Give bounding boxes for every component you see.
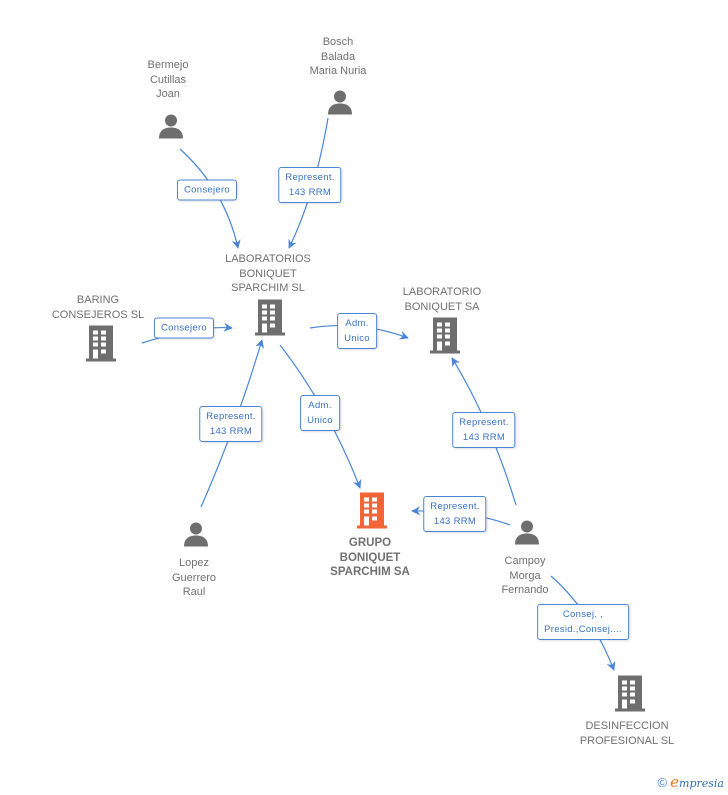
node-label-baring[interactable]: BARING CONSEJEROS SL <box>51 294 145 321</box>
edge-label-bermejo-to-lab_sparchim[interactable]: Consejero <box>176 179 238 201</box>
node-label-grupo[interactable]: GRUPO BONIQUET SPARCHIM SA <box>330 537 410 578</box>
node-label-lab_sparchim[interactable]: LABORATORIOS BONIQUET SPARCHIM SL <box>225 253 311 294</box>
copyright-icon: © <box>657 775 668 790</box>
company-building-icon-desinfeccion[interactable] <box>614 675 646 717</box>
edge-label-lab_sparchim-to-grupo[interactable]: Adm. Unico <box>300 395 340 431</box>
person-icon-bosch[interactable] <box>327 89 353 120</box>
edge-label-lopez-to-lab_sparchim[interactable]: Represent. 143 RRM <box>199 406 263 442</box>
node-label-bosch[interactable]: Bosch Balada Maria Nuria <box>309 36 367 77</box>
person-icon-bermejo[interactable] <box>158 113 184 144</box>
edge-label-campoy-to-lab_boniquet[interactable]: Represent. 143 RRM <box>452 412 516 448</box>
edge-label-lab_sparchim-to-lab_boniquet[interactable]: Adm. Unico <box>337 313 377 349</box>
person-icon-lopez[interactable] <box>183 521 209 552</box>
company-building-icon-lab_boniquet[interactable] <box>429 317 461 359</box>
node-label-lab_boniquet[interactable]: LABORATORIO BONIQUET SA <box>402 286 482 313</box>
person-icon-campoy[interactable] <box>514 519 540 550</box>
edge-label-bosch-to-lab_sparchim[interactable]: Represent. 143 RRM <box>278 167 342 203</box>
edge-label-campoy-to-desinfeccion[interactable]: Consej. , Presid.,Consej.... <box>537 604 629 640</box>
edge-label-baring-to-lab_sparchim[interactable]: Consejero <box>153 317 215 339</box>
company-building-icon-lab_sparchim[interactable] <box>254 299 286 341</box>
brand-logo-text: mpresia <box>679 777 724 790</box>
node-label-lopez[interactable]: Lopez Guerrero Raul <box>171 557 217 598</box>
node-label-bermejo[interactable]: Bermejo Cutillas Joan <box>147 59 189 100</box>
edge-label-campoy-to-grupo[interactable]: Represent. 143 RRM <box>423 496 487 532</box>
company-building-icon-baring[interactable] <box>85 325 117 367</box>
node-label-desinfeccion[interactable]: DESINFECCION PROFESIONAL SL <box>579 720 675 747</box>
company-building-icon-grupo[interactable] <box>356 492 388 534</box>
brand-logo-initial: e <box>670 773 680 791</box>
node-label-campoy[interactable]: Campoy Morga Fernando <box>501 555 549 596</box>
empresia-footer[interactable]: ©empresia <box>658 773 724 791</box>
